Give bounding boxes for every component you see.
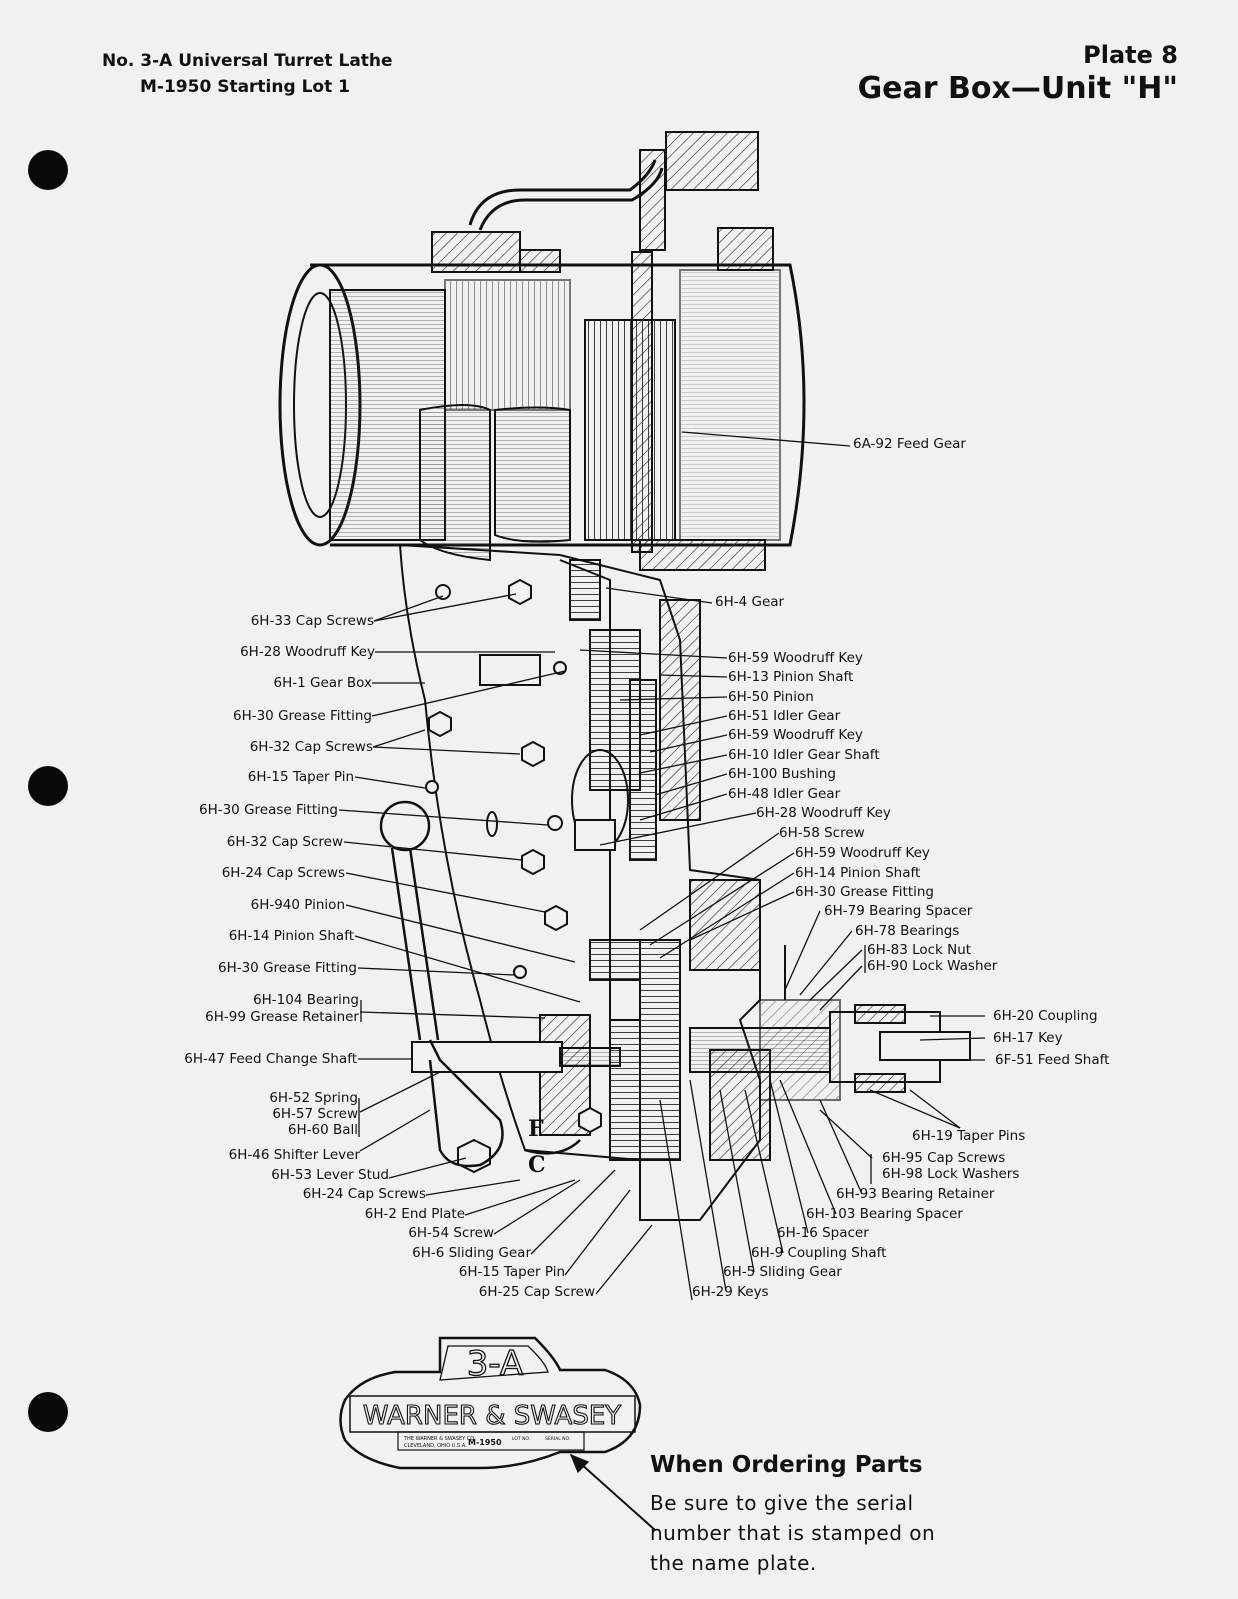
part-label: 6H-57 Screw [272,1106,358,1122]
ordering-line-3: the name plate. [650,1551,817,1575]
name-plate: 3-A WARNER & SWASEY THE WARNER & SWASEY … [339,1336,642,1470]
binder-hole-top [28,150,68,190]
part-label: 6H-59 Woodruff Key [795,845,930,861]
leader-lines [338,431,986,1531]
plate-header: Plate 8 Gear Box—Unit "H" [858,40,1178,108]
part-label: 6H-90 Lock Washer [867,958,998,974]
part-label: 6H-13 Pinion Shaft [728,669,854,685]
part-label: 6H-54 Screw [408,1225,494,1241]
part-label: 6F-51 Feed Shaft [995,1052,1110,1068]
part-label: 6H-14 Pinion Shaft [228,928,354,944]
part-label: 6H-15 Taper Pin [458,1264,565,1280]
part-label: 6H-17 Key [993,1030,1063,1046]
feed-shafts [411,945,971,1101]
part-label: 6H-33 Cap Screws [250,613,374,629]
part-label: 6H-32 Cap Screw [226,834,343,850]
ordering-line-2: number that is stamped on [650,1521,936,1545]
part-label: 6H-28 Woodruff Key [756,805,891,821]
ordering-title: When Ordering Parts [650,1452,923,1478]
nameplate-serial-no: SERIAL NO. [545,1436,570,1442]
part-label: 6H-940 Pinion [250,897,345,913]
part-label: 6H-30 Grease Fitting [232,708,372,724]
ordering-note: When Ordering Parts Be sure to give the … [650,1452,935,1578]
part-label: 6H-4 Gear [715,594,785,610]
part-label: 6A-92 Feed Gear [853,436,966,452]
plate-number: Plate 8 [1083,41,1178,69]
part-label: 6H-78 Bearings [855,923,960,939]
part-label: 6H-24 Cap Screws [221,865,345,881]
nameplate-lot-no: LOT NO. [512,1436,530,1442]
part-label: 6H-46 Shifter Lever [228,1147,360,1163]
part-label: 6H-58 Screw [779,825,865,841]
part-label: 6H-53 Lever Stud [271,1167,389,1183]
part-label: 6H-104 Bearing [253,992,359,1008]
binder-hole-bottom [28,1392,68,1432]
machine-header: No. 3-A Universal Turret Lathe M-1950 St… [102,48,393,100]
part-label: 6H-30 Grease Fitting [795,884,935,900]
part-label: 6H-30 Grease Fitting [198,802,338,818]
part-label: 6H-100 Bushing [728,766,836,782]
nameplate-stamp: M-1950 [468,1438,502,1447]
binder-hole-middle [28,766,68,806]
part-label: 6H-50 Pinion [728,689,814,705]
part-label: 6H-2 End Plate [364,1206,465,1222]
part-label: 6H-14 Pinion Shaft [795,865,921,881]
part-label: 6H-5 Sliding Gear [723,1264,842,1280]
part-label: 6H-47 Feed Change Shaft [184,1051,357,1067]
part-label: 6H-79 Bearing Spacer [824,903,973,919]
part-label: 6H-25 Cap Screw [478,1284,595,1300]
part-label: 6H-15 Taper Pin [247,769,354,785]
part-label: 6H-93 Bearing Retainer [836,1186,995,1202]
part-label: 6H-6 Sliding Gear [412,1245,531,1261]
part-label: 6H-30 Grease Fitting [217,960,357,976]
part-label: 6H-95 Cap Screws [882,1150,1006,1166]
part-label: 6H-20 Coupling [993,1008,1098,1024]
part-label: 6H-59 Woodruff Key [728,650,863,666]
nameplate-brand: WARNER & SWASEY [363,1401,621,1431]
nameplate-model: 3-A [467,1344,523,1384]
part-label: 6H-29 Keys [692,1284,769,1300]
part-label: 6H-60 Ball [287,1122,358,1138]
part-label: 6H-51 Idler Gear [728,708,841,724]
part-label: 6H-10 Idler Gear Shaft [728,747,880,763]
part-label: 6H-59 Woodruff Key [728,727,863,743]
lever-mark-c: C [528,1152,546,1178]
spindle-housing [278,131,806,571]
part-label: 6H-1 Gear Box [273,675,372,691]
lot-info: M-1950 Starting Lot 1 [140,77,350,97]
part-label: 6H-103 Bearing Spacer [806,1206,963,1222]
part-label: 6H-28 Woodruff Key [240,644,375,660]
part-label: 6H-48 Idler Gear [728,786,841,802]
lever-mark-f: F [528,1116,544,1142]
machine-name: No. 3-A Universal Turret Lathe [102,51,393,71]
nameplate-city: CLEVELAND, OHIO U.S.A. [404,1443,467,1449]
part-label: 6H-24 Cap Screws [302,1186,426,1202]
part-label: 6H-19 Taper Pins [912,1128,1026,1144]
nameplate-maker: THE WARNER & SWASEY CO. [403,1436,476,1442]
part-label: 6H-83 Lock Nut [867,942,972,958]
part-label: 6H-16 Spacer [777,1225,869,1241]
part-label: 6H-32 Cap Screws [249,739,373,755]
part-label: 6H-9 Coupling Shaft [751,1245,887,1261]
part-label: 6H-52 Spring [269,1090,358,1106]
plate-title: Gear Box—Unit "H" [857,71,1178,106]
ordering-line-1: Be sure to give the serial [650,1491,914,1515]
part-label: 6H-98 Lock Washers [882,1166,1020,1182]
part-label: 6H-99 Grease Retainer [205,1009,359,1025]
gear-train [479,559,681,1161]
